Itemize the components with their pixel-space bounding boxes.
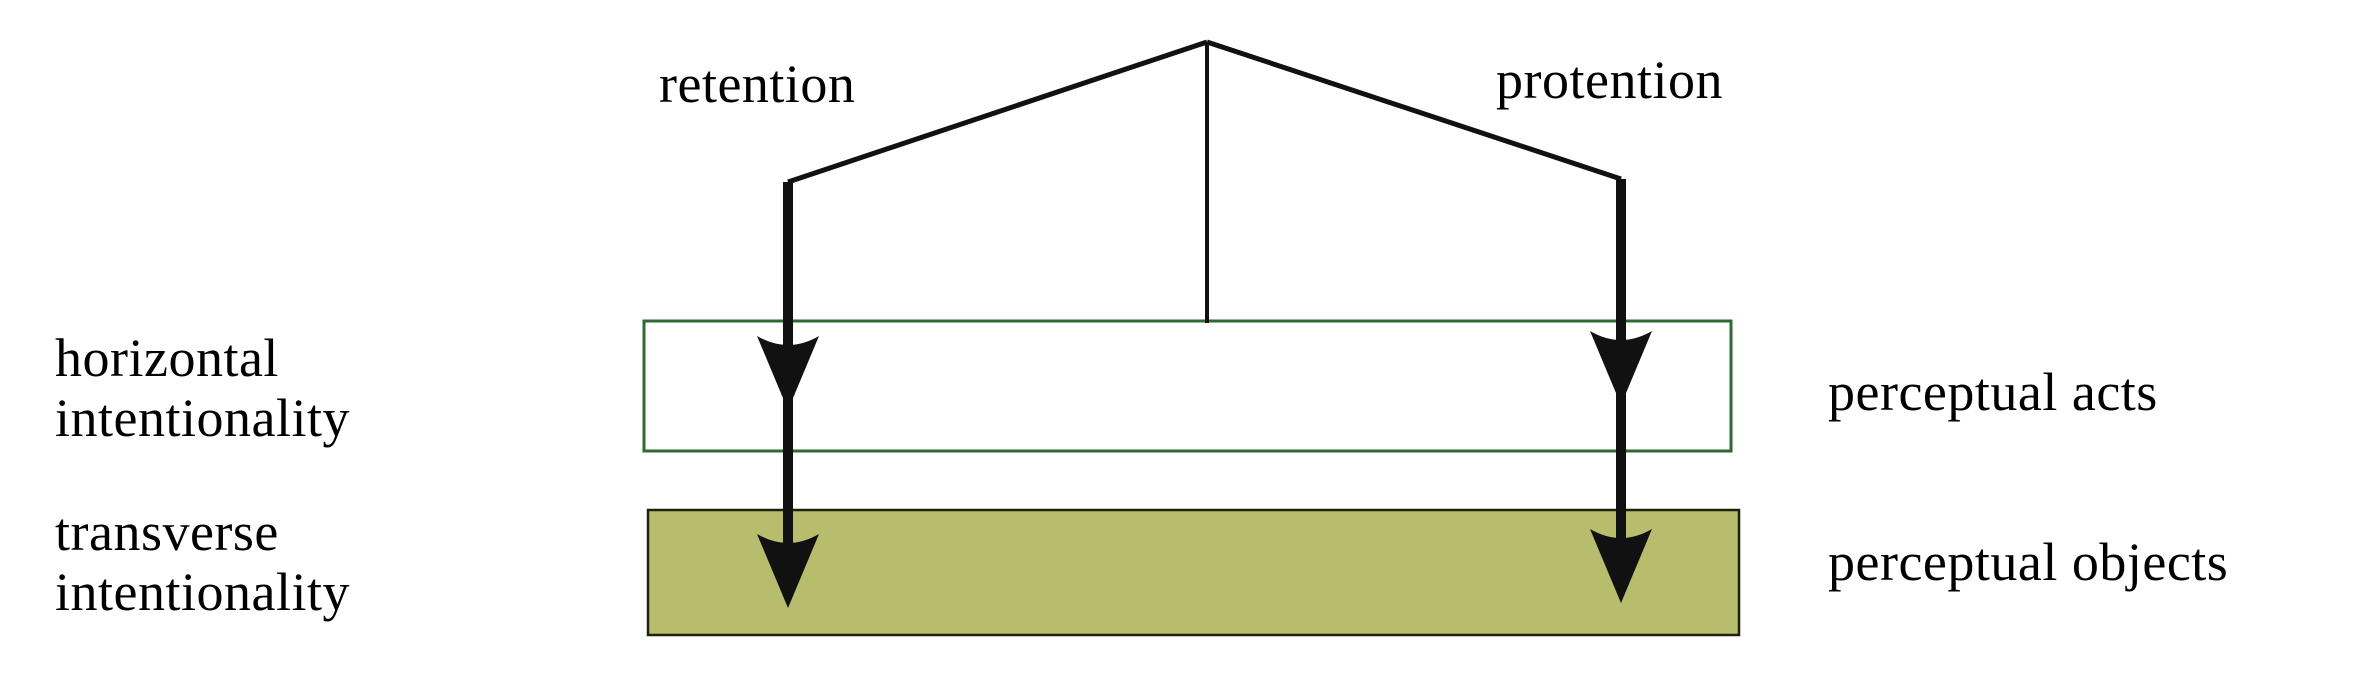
protention-arrowhead-acts: [1590, 331, 1652, 405]
retention-diagonal-line: [787, 39, 1208, 185]
perceptual-objects-label: perceptual objects: [1828, 532, 2229, 592]
horizontal-intentionality-label: horizontal intentionality: [55, 328, 350, 449]
retention-arrowhead-acts: [757, 336, 819, 410]
protention-label: protention: [1496, 50, 1723, 110]
retention-label: retention: [659, 54, 856, 114]
retention-arrowhead-objects: [757, 534, 819, 608]
protention-diagonal-line: [1206, 39, 1622, 182]
perceptual-acts-label: perceptual acts: [1828, 362, 2158, 422]
perceptual-acts-box: [642, 319, 1733, 453]
perceptual-objects-box: [646, 508, 1741, 637]
protention-arrowhead-objects: [1590, 529, 1652, 603]
transverse-intentionality-label: transverse intentionality: [55, 502, 350, 623]
